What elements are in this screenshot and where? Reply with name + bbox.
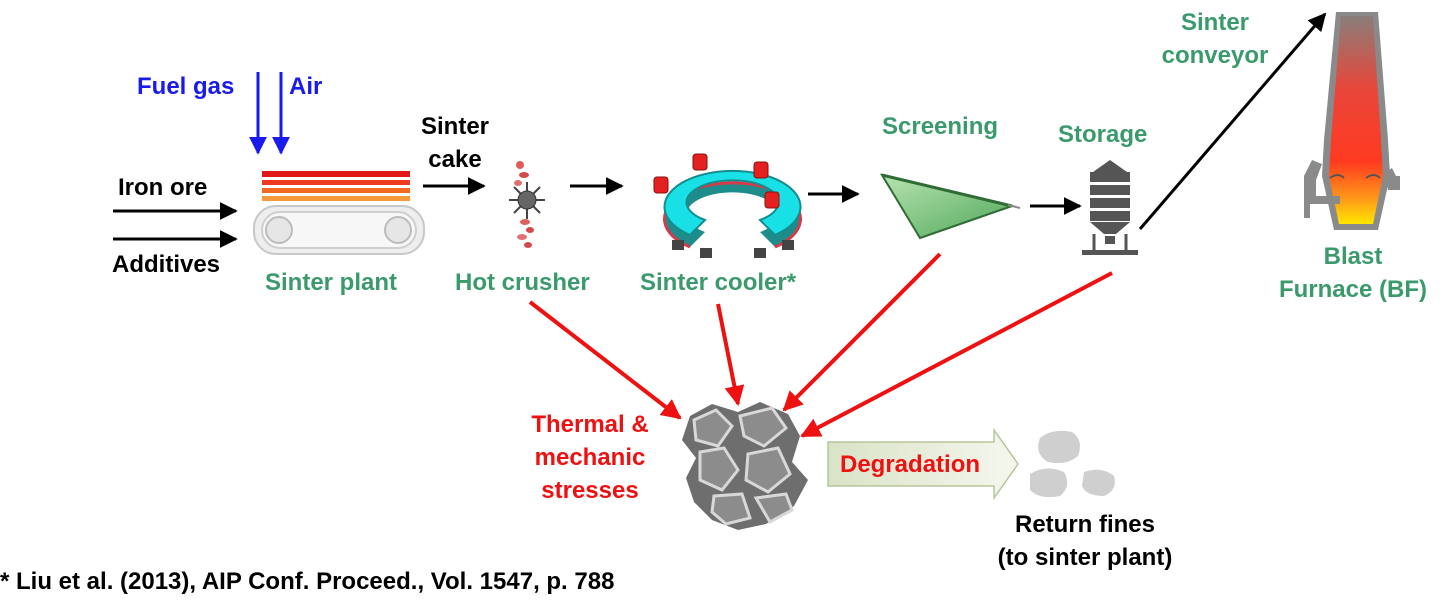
stresses-label: Thermal & mechanic stresses xyxy=(515,408,665,507)
blast-furnace-line-1: Blast xyxy=(1323,243,1383,270)
stress-arrow-from-storage xyxy=(800,271,1113,438)
sinter-cake-label: Sinter cake xyxy=(410,110,500,176)
iron-ore-label: Iron ore xyxy=(118,174,208,201)
hot-crusher-graphic xyxy=(509,161,545,248)
stresses-line-2: mechanic xyxy=(534,444,646,471)
stresses-line-1: Thermal & xyxy=(531,411,649,438)
additives-label: Additives xyxy=(112,251,221,278)
storage-graphic xyxy=(1082,160,1138,255)
sinter-cake-line-2: cake xyxy=(428,146,482,173)
sinter-plant-graphic xyxy=(253,171,425,255)
sinter-cooler-label: Sinter cooler* xyxy=(640,269,797,296)
stress-arrow-from-crusher xyxy=(528,300,682,420)
blast-furnace-label: Blast Furnace (BF) xyxy=(1266,240,1440,306)
stress-arrow-from-cooler xyxy=(716,303,745,406)
storage-label: Storage xyxy=(1058,121,1148,148)
citation: * Liu et al. (2013), AIP Conf. Proceed.,… xyxy=(0,568,615,595)
sinter-cooler-graphic xyxy=(653,153,802,258)
air-label: Air xyxy=(289,73,323,100)
sinter-conveyor-line-2: conveyor xyxy=(1161,42,1269,69)
process-arrows xyxy=(423,12,1327,230)
sinter-cake-line-1: Sinter xyxy=(420,113,489,140)
sinter-plant-label: Sinter plant xyxy=(265,269,398,296)
return-fines-label: Return fines (to sinter plant) xyxy=(970,508,1200,574)
input-arrows xyxy=(113,72,290,248)
return-fines-line-2: (to sinter plant) xyxy=(997,544,1173,571)
sinter-conveyor-label: Sinter conveyor xyxy=(1150,6,1280,72)
fuel-gas-label: Fuel gas xyxy=(137,73,235,100)
blast-furnace-line-2: Furnace (BF) xyxy=(1278,276,1427,303)
screening-label: Screening xyxy=(882,113,999,140)
blast-furnace-graphic xyxy=(1304,12,1400,230)
stresses-line-3: stresses xyxy=(541,477,639,504)
degradation-arrow xyxy=(827,427,1019,501)
stress-arrows xyxy=(528,252,1113,438)
hot-crusher-label: Hot crusher xyxy=(455,269,590,296)
arrow-storage-to-bf xyxy=(1138,12,1327,230)
screening-graphic xyxy=(879,173,1021,240)
return-fines-graphic xyxy=(1030,430,1115,498)
sinter-conveyor-line-1: Sinter xyxy=(1180,9,1249,36)
stress-arrow-from-screening xyxy=(782,252,942,412)
degradation-label: Degradation xyxy=(840,451,981,478)
return-fines-line-1: Return fines xyxy=(1014,511,1155,538)
degraded-sinter-graphic xyxy=(682,402,808,530)
